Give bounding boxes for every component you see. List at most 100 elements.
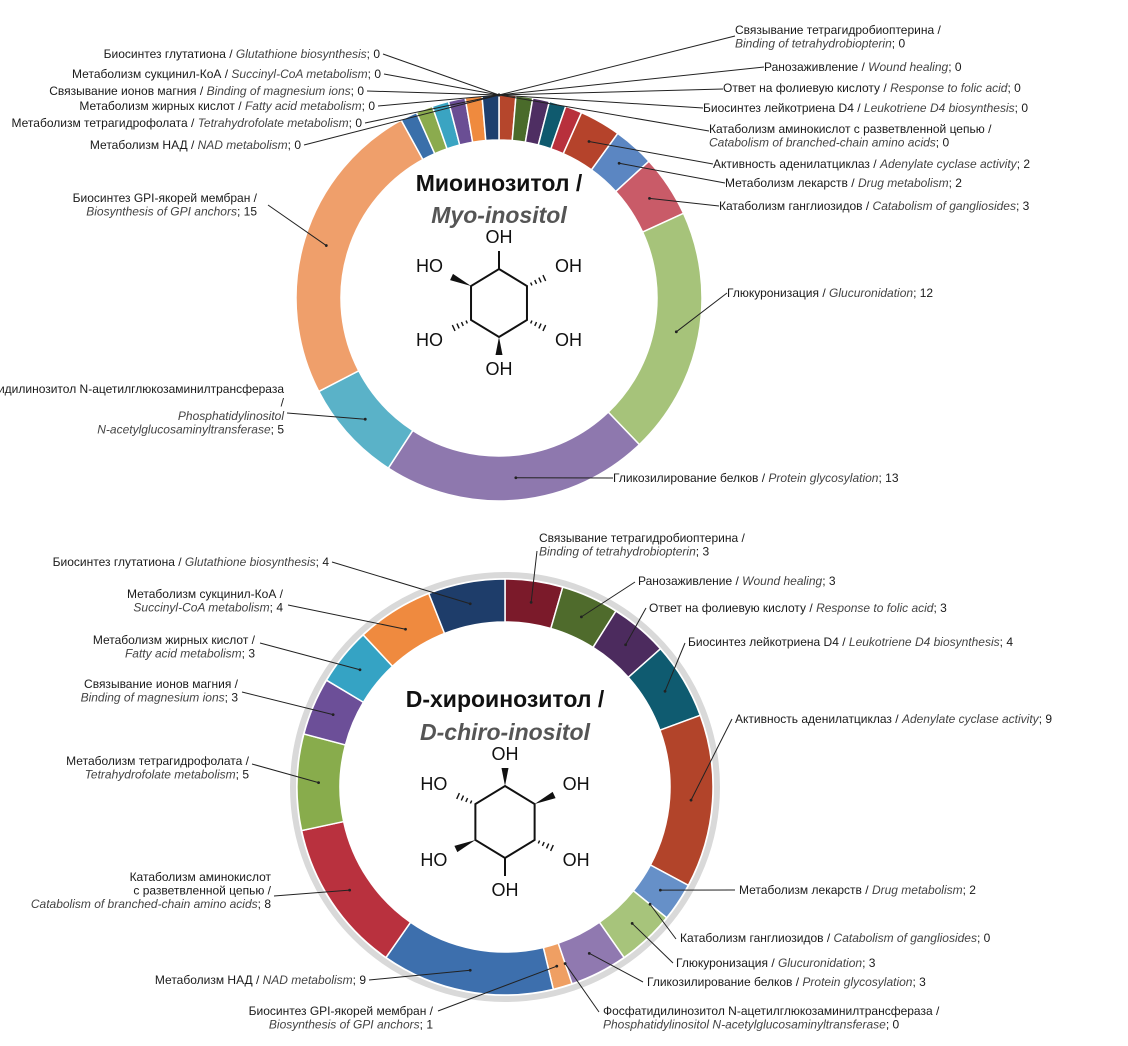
leader-dot [630,922,634,925]
leader-line [619,162,726,184]
hydroxyl-label: OH [492,744,519,764]
slice-label: Гликозилирование белков / Protein glycos… [647,975,926,989]
slice-label: Биосинтез глутатиона / Glutathione biosy… [53,555,330,569]
leader-dot [363,417,367,421]
leader-dot [358,668,362,672]
chart-title: Миоинозитол / [416,170,583,196]
slice-label: Метаболизм сукцинил-КоА / Succinyl-CoA m… [72,67,381,81]
leader-line [251,763,319,784]
slice-label: Метаболизм жирных кислот /Fatty acid met… [93,633,256,661]
leader-line [498,88,724,96]
leader-line [437,965,557,1012]
leader-dot [624,643,628,647]
hydroxyl-label: HO [420,850,447,870]
slice-label: Биосинтез лейкотриена D4 / Leukotriene D… [703,101,1028,115]
slice-label: Катаболизм ганглиозидов / Catabolism of … [680,931,991,945]
slice-label: Связывание ионов магния /Binding of magn… [81,677,239,705]
slice-label: Ответ на фолиевую кислоту / Response to … [649,601,947,615]
leader-line [331,561,471,605]
leader-line [273,889,350,897]
leader-line [267,204,327,246]
leader-dot [587,140,591,143]
slice-label: Метаболизм тетрагидрофолата / Tetrahydro… [12,116,363,130]
slice-label: Метаболизм НАД / NAD metabolism; 9 [155,973,366,987]
slice-label: Глюкуронизация / Glucuronidation; 12 [727,286,933,300]
slice-label: Ранозаживление / Wound healing; 3 [638,574,836,588]
leader-dot [497,93,501,97]
leader-line [690,718,733,801]
chart-title-english: Myo-inositol [431,202,567,228]
leader-dot [674,330,678,334]
slice-label: Биосинтез GPI-якорей мембран /Biosynthes… [249,1004,434,1032]
leader-line [377,94,500,107]
slice-label: Метаболизм тетрагидрофолата /Tetrahydrof… [66,754,249,782]
leader-dot [587,951,591,955]
leader-dot [514,476,518,480]
slice-label: Катаболизм ганглиозидов / Catabolism of … [719,199,1030,213]
leader-dot [648,902,652,906]
chart-title: D-хироинозитол / [406,686,605,712]
slice-label: Биосинтез лейкотриена D4 / Leukotriene D… [688,635,1013,649]
hydroxyl-label: HO [416,256,443,276]
leader-line [625,607,647,646]
leader-line [286,412,366,420]
leader-line [675,292,728,333]
leader-line [498,35,736,96]
leader-line [303,94,500,146]
slice-label: Фосфатидилинозитол N-ацетилглюкозаминилт… [0,382,285,437]
slice-label: Ранозаживление / Wound healing; 0 [764,60,962,74]
leader-dot [689,798,693,802]
pie-slice [481,94,500,142]
leader-line [631,923,674,964]
slice-label: Глюкуронизация / Glucuronidation; 3 [676,956,876,970]
leader-line [287,604,406,630]
leader-dot [563,962,567,965]
leader-line [366,90,500,96]
leader-dot [658,888,662,892]
slice-label: Фосфатидилинозитол N-ацетилглюкозаминилт… [603,1004,940,1032]
leader-dot [317,781,320,785]
slice-label: Катаболизм аминокислот с разветвленной ц… [709,122,992,150]
slice-label: Метаболизм жирных кислот / Fatty acid me… [79,99,375,113]
leader-line [498,94,704,109]
leader-dot [555,964,559,968]
slice-label: Активность аденилатциклаз / Adenylate cy… [735,712,1052,726]
slice-label: Метаболизм лекарств / Drug metabolism; 2 [739,883,976,897]
leader-dot [348,888,352,892]
pie-hole [341,140,657,456]
hydroxyl-label: OH [492,880,519,900]
leader-line [259,642,361,671]
leader-dot [529,600,533,604]
chart-title-english: D-chiro-inositol [420,719,591,745]
slice-label: Активность аденилатциклаз / Adenylate cy… [713,157,1030,171]
hydroxyl-label: OH [563,850,590,870]
slice-label: Ответ на фолиевую кислоту / Response to … [723,81,1021,95]
leader-line [588,141,714,165]
slice-label: Биосинтез GPI-якорей мембран /Biosynthes… [73,191,258,219]
hydroxyl-label: HO [420,774,447,794]
leader-line [364,94,500,124]
leader-line [383,73,500,96]
leader-line [382,53,500,96]
slice-label: Связывание тетрагидробиоптерина /Binding… [539,531,745,559]
leader-line [581,581,636,618]
slice-label: Связывание ионов магния / Binding of mag… [49,84,364,98]
leader-line [649,197,720,207]
leader-line [241,691,334,716]
slice-label: Метаболизм сукцинил-КоА /Succinyl-CoA me… [127,587,284,615]
leader-dot [331,713,335,717]
pie-chart-d-chiro-inositol: D-хироинозитол /D-chiro-inositolOHOHOHOH… [31,531,1052,1032]
leader-dot [404,627,407,631]
leader-dot [617,161,621,165]
pie-outer-ring [290,572,720,1002]
leader-line [664,642,686,692]
leader-line [649,903,677,940]
slice-label: Связывание тетрагидробиоптерина /Binding… [735,23,941,51]
pie-chart-myo-inositol: Миоинозитол /Myo-inositolOHOHOHOHHOHOСвя… [0,23,1030,502]
slice-label: Метаболизм лекарств / Drug metabolism; 2 [725,176,962,190]
slice-label: Гликозилирование белков / Protein glycos… [613,471,899,485]
slice-label: Биосинтез глутатиона / Glutathione biosy… [104,47,381,61]
leader-dot [648,196,651,200]
